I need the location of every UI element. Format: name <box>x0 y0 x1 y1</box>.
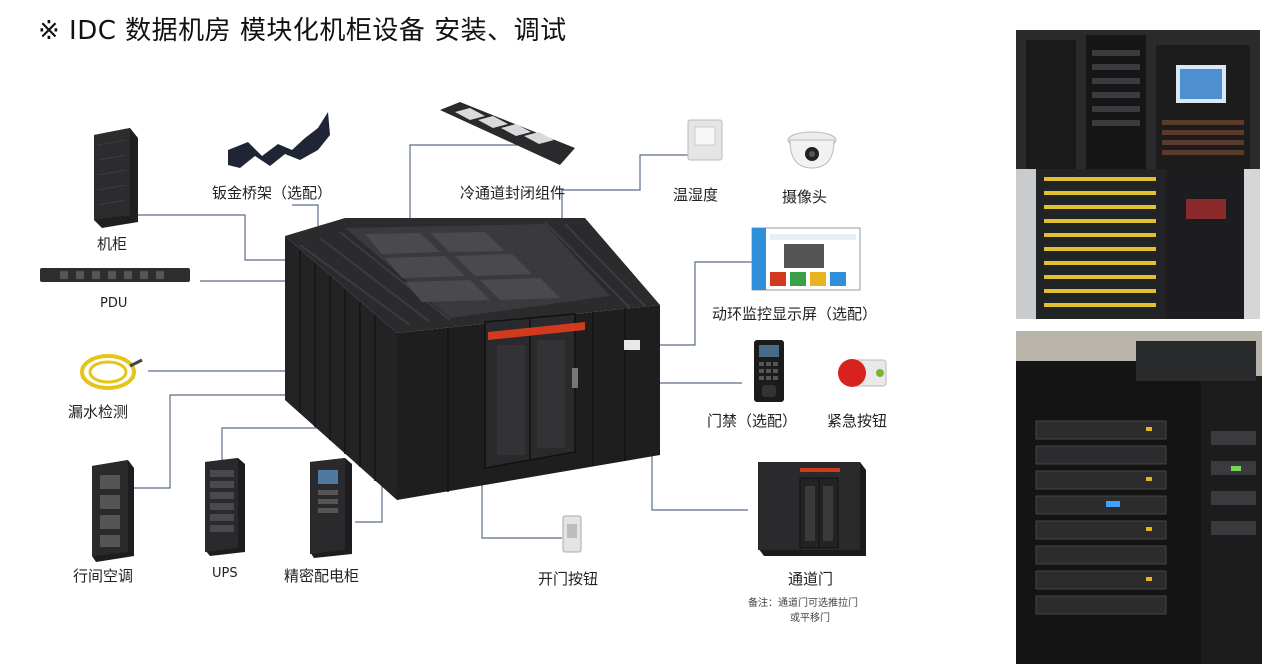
leak-detection-illustration <box>80 354 143 390</box>
label-access-control: 门禁（选配） <box>707 412 798 430</box>
label-camera: 摄像头 <box>782 188 828 206</box>
access-control-illustration <box>754 340 784 402</box>
temp-humidity-illustration <box>687 119 723 161</box>
monitor-illustration <box>751 227 861 291</box>
door-button-illustration <box>562 515 582 553</box>
diagram-canvas <box>40 102 887 562</box>
ups-illustration <box>205 458 245 556</box>
label-monitor-screen: 动环监控显示屏（选配） <box>712 305 878 323</box>
tray-illustration <box>228 112 330 168</box>
photo-server-racks <box>1016 30 1260 169</box>
cabinet-illustration <box>94 128 138 228</box>
label-ups: UPS <box>212 566 238 581</box>
label-emergency-button: 紧急按钮 <box>827 412 888 430</box>
page-title: ※ IDC 数据机房 模块化机柜设备 安装、调试 <box>38 16 567 46</box>
label-precision-pdc: 精密配电柜 <box>284 567 360 585</box>
label-cabinet: 机柜 <box>97 235 128 253</box>
emergency-button-illustration <box>838 359 887 387</box>
photo-rack-cabinet <box>1016 331 1262 664</box>
label-tray: 钣金桥架（选配） <box>212 184 333 202</box>
note-line-2: 或平移门 <box>790 613 830 624</box>
photo-patch-panels <box>1016 169 1260 319</box>
aisle-door-illustration <box>758 462 866 556</box>
note-line-1: 备注：通道门可选推拉门 <box>748 598 858 609</box>
pdu-illustration <box>40 268 190 282</box>
line-cold-aisle <box>409 144 532 232</box>
precision-pdc-illustration <box>310 458 352 558</box>
line-cabinet <box>138 214 300 261</box>
label-door-button: 开门按钮 <box>538 570 599 588</box>
row-ac-illustration <box>92 460 134 562</box>
label-temp-humidity: 温湿度 <box>673 186 719 204</box>
label-cold-aisle: 冷通道封闭组件 <box>460 184 566 202</box>
cold-aisle-illustration <box>440 102 575 165</box>
label-leak-detection: 漏水检测 <box>68 403 129 421</box>
data-center-module-illustration <box>285 218 660 500</box>
camera-illustration <box>787 131 837 169</box>
label-row-ac: 行间空调 <box>73 567 134 585</box>
line-monitor <box>648 261 752 346</box>
label-pdu: PDU <box>100 296 128 311</box>
label-aisle-door: 通道门 <box>788 570 834 588</box>
line-row-ac <box>132 394 350 489</box>
